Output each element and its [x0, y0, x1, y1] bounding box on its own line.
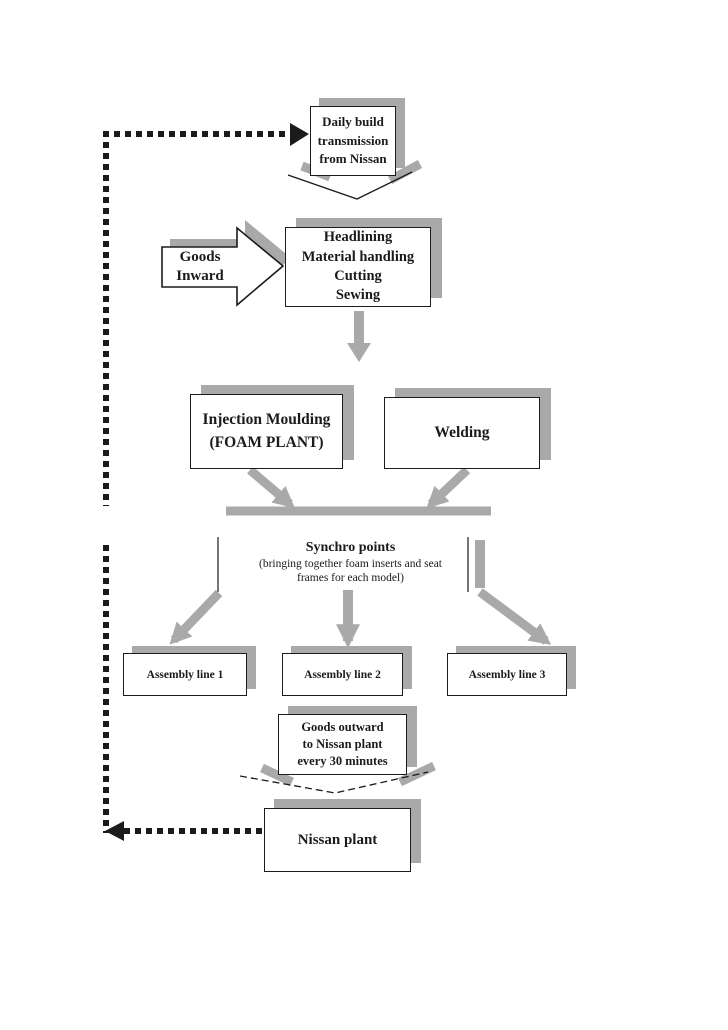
synchro-drop-lines [217, 537, 485, 592]
assembly-line-1-box: Assembly line 1 [123, 653, 247, 696]
welding-box: Welding [384, 397, 540, 469]
assembly-line-2-box: Assembly line 2 [282, 653, 403, 696]
injection-moulding-box: Injection Moulding (FOAM PLANT) [190, 394, 343, 469]
left-arrowhead-icon [105, 821, 124, 841]
headlining-down-arrow [347, 311, 371, 362]
assembly-line-3-box: Assembly line 3 [447, 653, 567, 696]
goods-inward-block-arrow [161, 220, 291, 307]
synchro-points-annotation: Synchro points (bringing together foam i… [228, 540, 473, 585]
split-arrows-to-assembly-lines [169, 588, 552, 649]
daily-build-box: Daily build transmission from Nissan [310, 106, 396, 176]
synchro-points-subtitle: (bringing together foam inserts and seat… [259, 558, 442, 584]
nissan-plant-box: Nissan plant [264, 808, 411, 872]
goods-outward-box: Goods outward to Nissan plant every 30 m… [278, 714, 407, 775]
right-arrowhead-icon [290, 123, 309, 146]
synchro-points-title: Synchro points [305, 540, 396, 555]
headlining-box: Headlining Material handling Cutting Sew… [285, 227, 431, 307]
feedback-loop-dashed-connector [103, 123, 309, 841]
merge-arrows-to-synchro-bar [226, 466, 491, 516]
goods-outward-chevron-arrow [239, 761, 436, 794]
goods-inward-label: Goods Inward [176, 248, 224, 285]
